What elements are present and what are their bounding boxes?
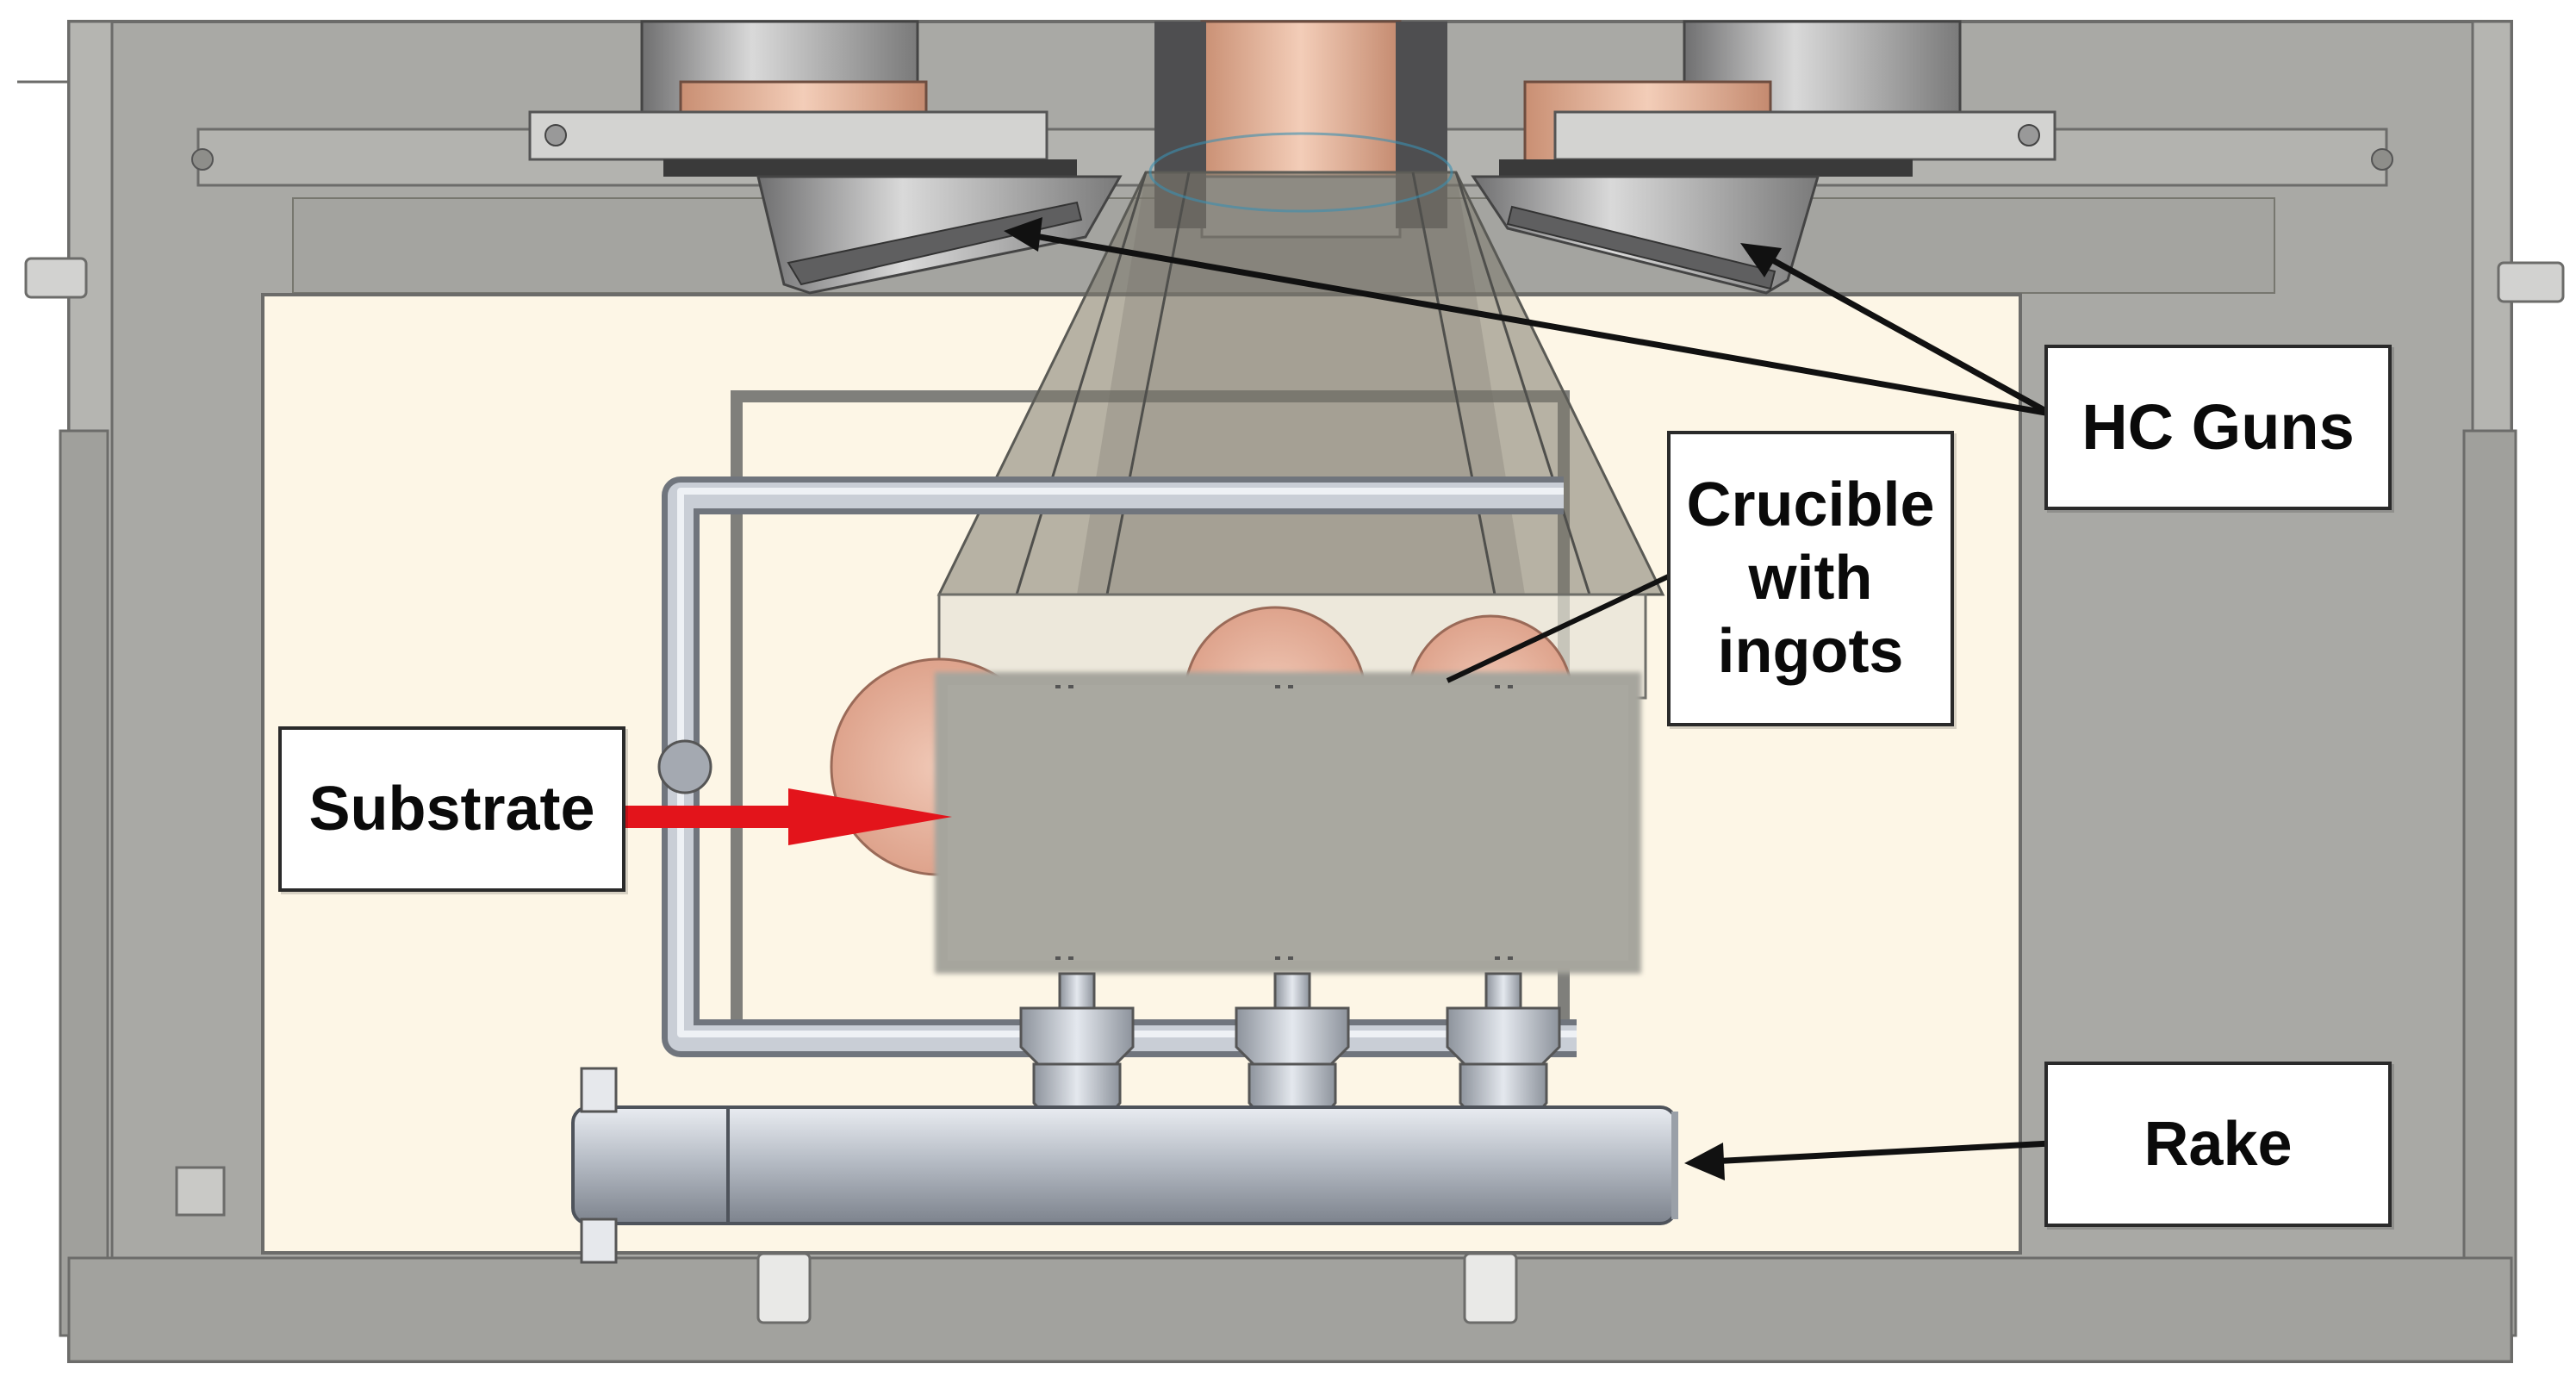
- rake-label-text: Rake: [2144, 1109, 2293, 1179]
- hc-gun-icon: [528, 20, 1123, 295]
- substrate-pointer-arrow: [620, 788, 952, 845]
- rake-pointer-arrow: [1684, 1140, 2051, 1180]
- crucible-pointer-line: [1446, 570, 1677, 683]
- hc-guns-label-text: HC Guns: [2081, 391, 2355, 464]
- substrate-label: Substrate: [278, 726, 625, 892]
- substrate-label-text: Substrate: [308, 774, 595, 844]
- crucible-label: Crucible with ingots: [1667, 431, 1954, 726]
- crucible-label-text: Crucible with ingots: [1686, 470, 1935, 686]
- hc-guns-label: HC Guns: [2044, 345, 2392, 510]
- rake-label: Rake: [2044, 1062, 2392, 1227]
- rake-icon: [571, 972, 1678, 1264]
- hc-guns-pointer-arrows: [1004, 217, 2052, 417]
- substrate-plate-icon: [935, 672, 1641, 974]
- hc-gun-icon: [1471, 20, 2056, 295]
